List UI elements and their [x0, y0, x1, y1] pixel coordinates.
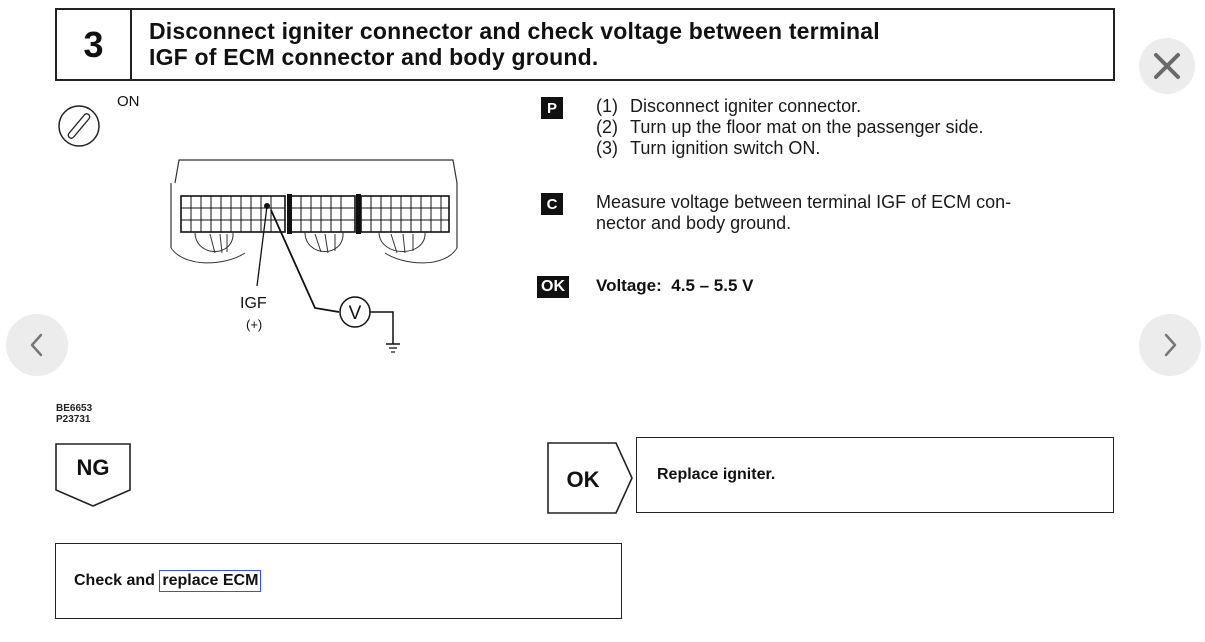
terminal-label: IGF [240, 295, 267, 312]
figure-code-1: BE6653 [56, 403, 93, 414]
ng-action-prefix: Check and [74, 572, 160, 589]
ok-label: OK [567, 467, 600, 492]
ok-spec-badge: OK [537, 276, 569, 298]
step-title: Disconnect igniter connector and check v… [149, 18, 1093, 70]
close-button[interactable] [1139, 38, 1195, 94]
ok-spec: Voltage: 4.5 – 5.5 V [596, 276, 754, 295]
voltmeter-symbol: V [349, 303, 362, 324]
close-icon [1154, 53, 1180, 79]
step-title-line-1: Disconnect igniter connector and check v… [149, 18, 880, 44]
prep-steps: (1)Disconnect igniter connector. (2)Turn… [596, 96, 984, 159]
check-badge: C [541, 193, 563, 215]
prep-badge: P [541, 97, 563, 119]
chevron-left-icon [30, 333, 43, 357]
next-button[interactable] [1139, 314, 1201, 376]
step-title-line-2: IGF of ECM connector and body ground. [149, 44, 599, 70]
prep-step: (3)Turn ignition switch ON. [596, 138, 821, 158]
ok-tag: OK [547, 442, 633, 514]
replace-ecm-link[interactable]: replace ECM [159, 570, 262, 592]
step-number: 3 [57, 10, 132, 79]
chevron-right-icon [1164, 333, 1177, 357]
step-header: 3 Disconnect igniter connector and check… [55, 8, 1115, 81]
switch-on-label: ON [117, 93, 140, 110]
ok-action-text: Replace igniter. [657, 466, 776, 483]
ng-tag: NG [55, 443, 131, 507]
prep-step: (2)Turn up the floor mat on the passenge… [596, 117, 984, 137]
ok-action-box: Replace igniter. [636, 437, 1114, 513]
terminal-sign: (+) [246, 317, 263, 332]
ignition-switch-icon [55, 102, 105, 152]
ng-label: NG [77, 455, 110, 480]
ecm-connector-diagram: V [170, 159, 458, 353]
previous-button[interactable] [6, 314, 68, 376]
diagram-codes: BE6653 P23731 [56, 403, 92, 425]
prep-step: (1)Disconnect igniter connector. [596, 96, 862, 116]
ng-action-box: Check and replace ECM [55, 543, 622, 619]
figure-code-2: P23731 [56, 414, 91, 425]
check-instruction: Measure voltage between terminal IGF of … [596, 192, 1012, 233]
